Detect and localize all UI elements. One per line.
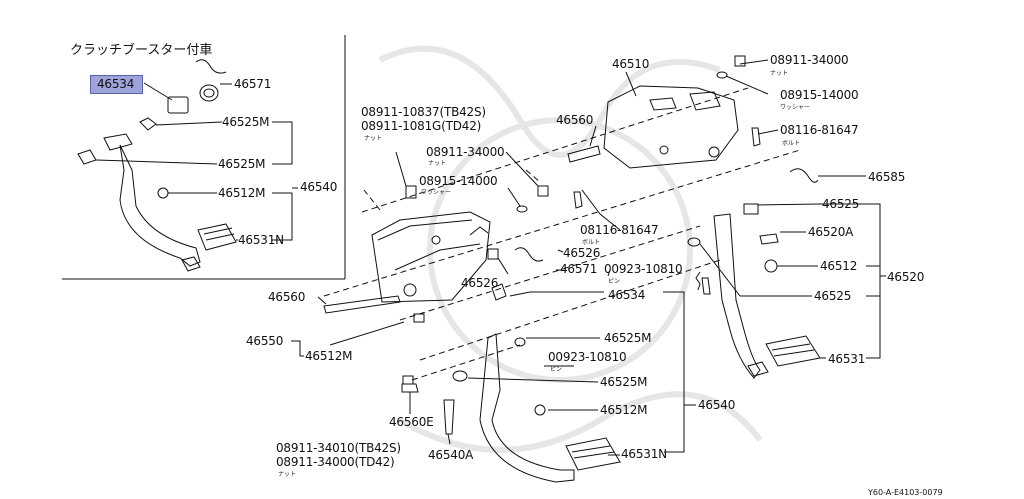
sub-washer-mid: ワッシャー (421, 189, 452, 196)
part-46531[interactable]: 46531 (828, 352, 866, 366)
sub-pin-b: ピン (550, 366, 563, 373)
part-46585[interactable]: 46585 (868, 170, 906, 184)
sub-nut-bottom: ナット (278, 471, 297, 478)
part-46531N[interactable]: 46531N (621, 447, 667, 461)
sub-pin-a: ピン (608, 278, 621, 285)
part-46560-left[interactable]: 46560 (268, 290, 306, 304)
part-08911-34000-TD42[interactable]: 08911-34000(TD42) (276, 455, 395, 469)
part-46540-inset[interactable]: 46540 (300, 180, 338, 194)
sub-nut-right: ナット (770, 70, 789, 77)
main-top-bracket-drawing (567, 55, 761, 169)
main-clutch-pedal-drawing (401, 185, 621, 483)
part-46525-b[interactable]: 46525 (814, 289, 852, 303)
inset-leaders (95, 82, 298, 241)
part-46520A[interactable]: 46520A (808, 225, 854, 239)
part-46571-inset[interactable]: 46571 (234, 77, 272, 91)
part-08915-14000-mid[interactable]: 08915-14000 (419, 174, 498, 188)
part-00923-10810-b[interactable]: 00923-10810 (548, 350, 627, 364)
part-46534-inset-highlighted[interactable]: 46534 (90, 75, 144, 94)
sub-washer-right: ワッシャー (780, 104, 811, 111)
watermark (378, 45, 763, 453)
part-46560-top[interactable]: 46560 (556, 113, 594, 127)
part-08116-81647-mid-text[interactable]: 08116-81647 (580, 223, 659, 237)
part-46571[interactable]: 46571 (560, 262, 598, 276)
sub-nut-mid: ナット (428, 160, 447, 167)
part-46520[interactable]: 46520 (887, 270, 925, 284)
part-46525[interactable]: 46525 (822, 197, 860, 211)
part-46540A[interactable]: 46540A (428, 448, 474, 462)
part-08911-34000-right[interactable]: 08911-34000 (770, 53, 849, 67)
part-46526-b[interactable]: 46526 (461, 276, 499, 290)
part-46525M-a[interactable]: 46525M (604, 331, 652, 345)
part-46525M-inset-b[interactable]: 46525M (218, 157, 266, 171)
part-08911-10837-TB42S[interactable]: 08911-10837(TB42S) (361, 105, 486, 119)
part-46512[interactable]: 46512 (820, 259, 858, 273)
main-bracket-drawing (323, 185, 491, 323)
sub-bolt-right: ボルト (782, 140, 801, 147)
inset-frame (62, 35, 346, 280)
part-08116-81647-right[interactable]: 08116-81647 (780, 123, 859, 137)
part-46512M-inset[interactable]: 46512M (218, 186, 266, 200)
part-08911-34010-TB42S[interactable]: 08911-34010(TB42S) (276, 441, 401, 455)
main-brake-pedal-drawing (687, 168, 821, 379)
part-46510[interactable]: 46510 (612, 57, 650, 71)
part-46512M[interactable]: 46512M (305, 349, 353, 363)
part-46531N-inset[interactable]: 46531N (238, 233, 284, 247)
sub-bolt-mid: ボルト (582, 239, 601, 246)
part-46525M-b[interactable]: 46525M (600, 375, 648, 389)
part-08911-34000-mid[interactable]: 08911-34000 (426, 145, 505, 159)
main-leaders (291, 59, 886, 456)
part-46525M-inset-a[interactable]: 46525M (222, 115, 270, 129)
part-08911-1081G-TD42[interactable]: 08911-1081G(TD42) (361, 119, 482, 133)
part-46534[interactable]: 46534 (608, 288, 646, 302)
figure-code: Y60-A-E4103-0079 (868, 488, 943, 497)
part-46512M-b[interactable]: 46512M (600, 403, 648, 417)
part-46550[interactable]: 46550 (246, 334, 284, 348)
part-00923-10810-a[interactable]: 00923-10810 (604, 262, 683, 276)
inset-title: クラッチブースター付車 (70, 43, 213, 58)
part-46526-a[interactable]: 46526 (563, 246, 601, 260)
part-46560E[interactable]: 46560E (389, 415, 434, 429)
dashed-centerlines (323, 87, 801, 381)
part-08915-14000-right[interactable]: 08915-14000 (780, 88, 859, 102)
part-46540[interactable]: 46540 (698, 398, 736, 412)
sub-nut-top-left: ナット (364, 135, 383, 142)
